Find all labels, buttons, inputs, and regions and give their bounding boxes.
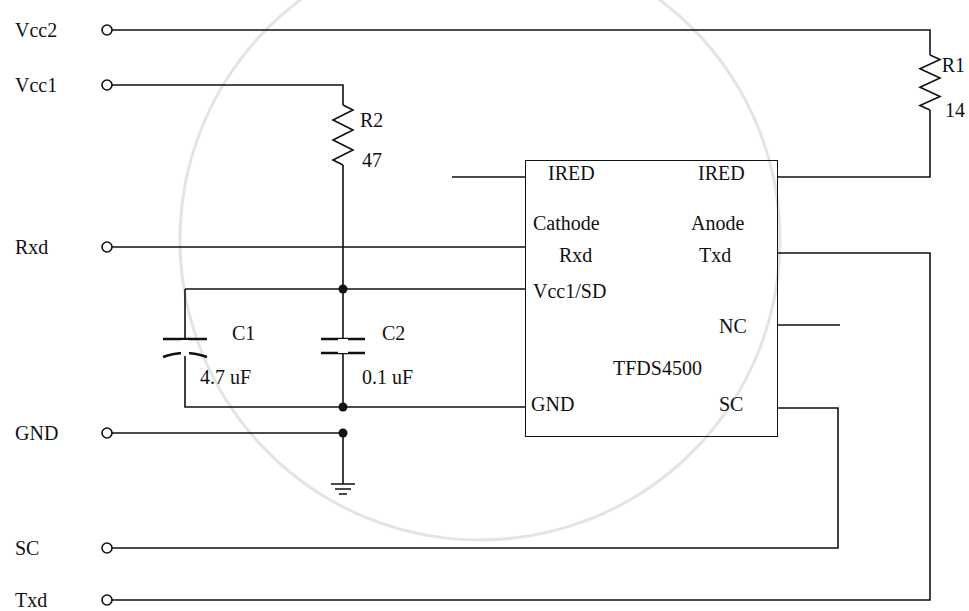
terminal	[102, 543, 112, 553]
signal-name: Vcc1	[15, 75, 57, 95]
wire	[112, 246, 525, 248]
pin-name: GND	[531, 394, 574, 414]
signal-name: Txd	[15, 590, 47, 610]
terminal	[102, 80, 112, 90]
resistor-symbol	[920, 55, 940, 110]
signal-name: GND	[15, 423, 58, 443]
terminal	[102, 242, 112, 252]
resistor-value: 14	[945, 100, 965, 120]
resistor-value: 47	[362, 150, 382, 170]
wire	[112, 408, 838, 548]
terminal	[102, 428, 112, 438]
pin-stub	[452, 176, 525, 178]
ic-package: IRED IRED Cathode AnodeRxd TxdVcc1/SD NC TFDS4…	[525, 160, 778, 437]
signal-name: SC	[15, 538, 39, 558]
pin-name: Txd	[699, 245, 731, 265]
pin-stub	[778, 324, 840, 326]
pin-name: IRED	[548, 163, 595, 183]
part-name: R1	[942, 55, 965, 75]
part-number: TFDS4500	[613, 358, 702, 378]
pin-name: Cathode	[533, 213, 600, 233]
resistor-symbol	[333, 105, 353, 165]
pin-name: Rxd	[559, 245, 592, 265]
capacitor-value: 4.7 uF	[200, 367, 251, 387]
junction-dot	[339, 403, 348, 412]
capacitor-gap	[338, 339, 348, 353]
wire	[112, 253, 930, 600]
wire	[112, 85, 343, 407]
signal-name: Rxd	[15, 237, 48, 257]
junction-dot	[339, 429, 348, 438]
terminal	[102, 595, 112, 605]
pin-name: Anode	[691, 213, 744, 233]
signal-name: Vcc2	[15, 20, 57, 40]
part-name: R2	[360, 110, 383, 130]
capacitor-value: 0.1 uF	[362, 367, 413, 387]
pin-name: SC	[719, 394, 743, 414]
part-name: C1	[232, 323, 255, 343]
wire	[185, 289, 525, 407]
pin-name: IRED	[698, 163, 745, 183]
junction-dot	[339, 285, 348, 294]
capacitor-symbol	[321, 339, 365, 353]
wire	[112, 30, 930, 177]
watermark-seal	[180, 0, 780, 540]
pin-name: Vcc1/SD	[533, 281, 606, 301]
capacitor-gap	[181, 340, 189, 356]
part-name: C2	[382, 323, 405, 343]
capacitor-symbol	[163, 338, 207, 340]
ground-symbol	[331, 484, 355, 494]
terminal	[102, 25, 112, 35]
pin-name: NC	[719, 316, 747, 336]
wire	[112, 433, 343, 484]
